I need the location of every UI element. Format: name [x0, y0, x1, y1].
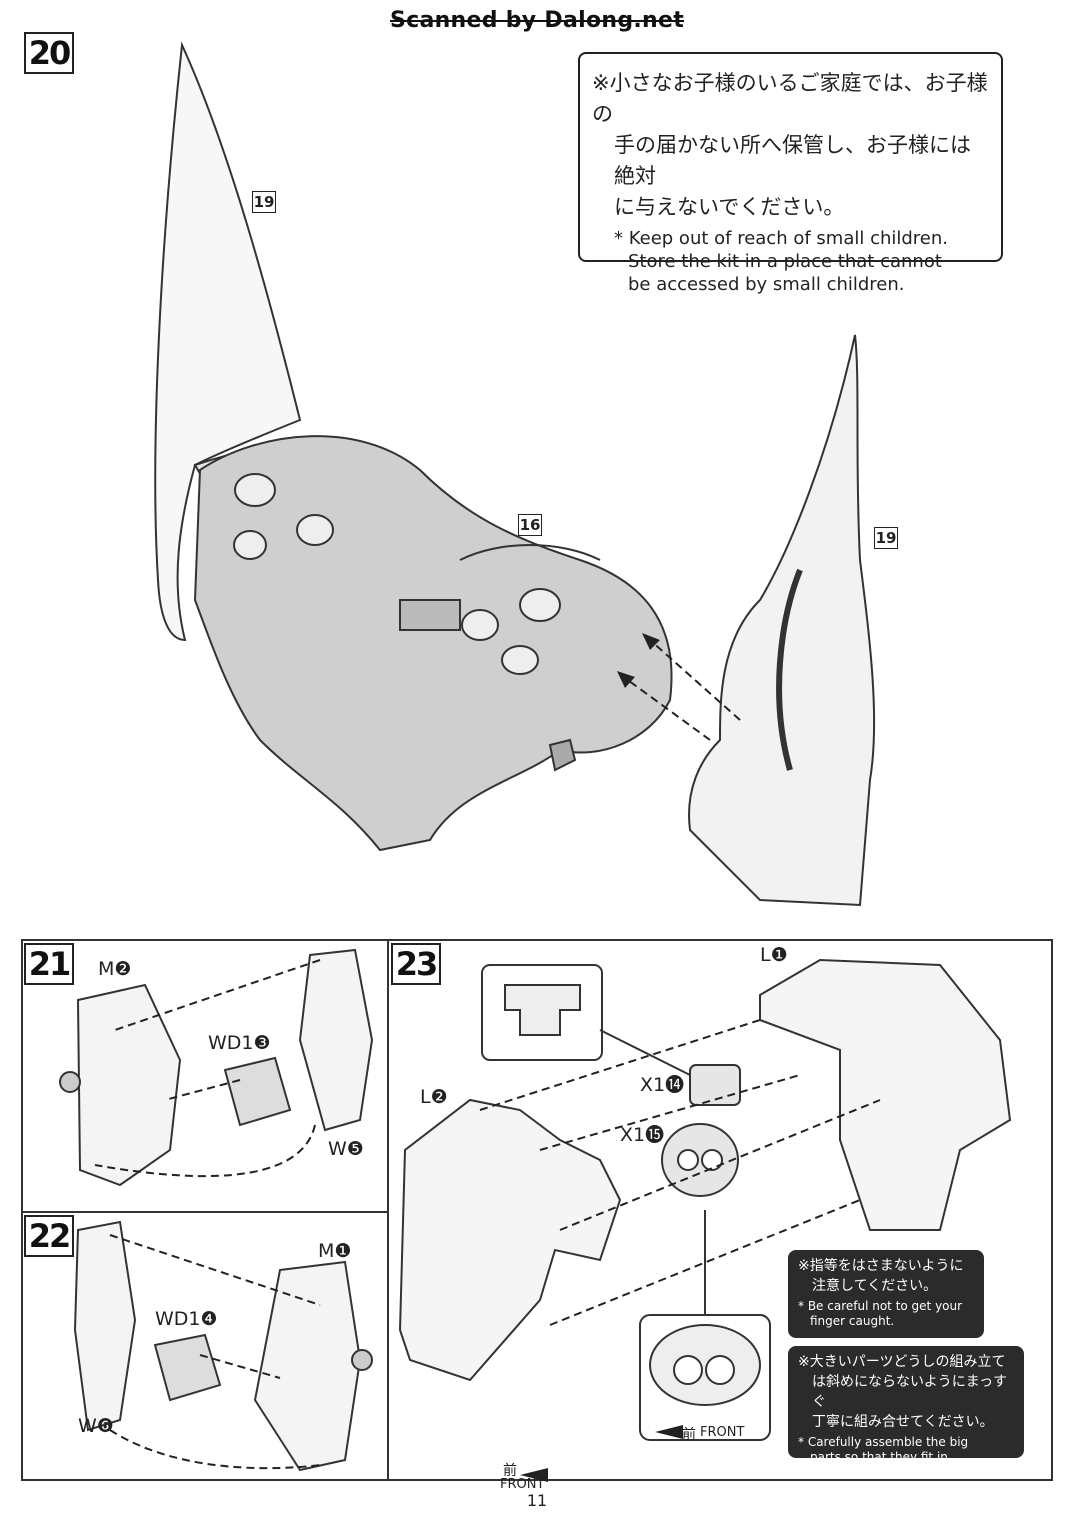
- step22-parts: [73, 1220, 373, 1472]
- note-assemble-en2: parts so that they fit in: [810, 1450, 948, 1464]
- label-m2: M❷: [98, 958, 132, 980]
- note-assemble: ※大きいパーツどうしの組み立て は斜めにならないようにまっすぐ 丁寧に組み合せて…: [788, 1346, 1024, 1479]
- page-number: 11: [526, 1491, 548, 1510]
- step-number-22: 22: [24, 1215, 74, 1257]
- label-x115: X1⓯: [620, 1124, 665, 1146]
- step-number-20: 20: [24, 32, 74, 74]
- warning-en-line3: be accessed by small children.: [628, 274, 905, 295]
- label-wd14: WD1❹: [155, 1308, 218, 1330]
- note-assemble-jp1: ※大きいパーツどうしの組み立て: [798, 1354, 1006, 1370]
- label-w5: W❺: [328, 1138, 364, 1160]
- label-l1: L❶: [760, 944, 788, 966]
- label-x114: X1⓮: [640, 1074, 685, 1096]
- step20-body: [193, 435, 673, 852]
- front-label-en: FRONT: [500, 1477, 545, 1492]
- label-wd13: WD1❸: [208, 1032, 271, 1054]
- note-finger-jp1: ※指等をはさまないように: [798, 1258, 964, 1274]
- step21-parts: [59, 948, 374, 1187]
- note-finger-en1: * Be careful not to get your: [798, 1299, 963, 1313]
- note-assemble-en3: straight instead of diagonally.: [810, 1465, 988, 1479]
- warning-box: ※小さなお子様のいるご家庭では、お子様の 手の届かない所へ保管し、お子様には絶対…: [578, 52, 1003, 295]
- note-assemble-jp3: 丁寧に組み合せてください。: [812, 1414, 994, 1430]
- warning-en-line1: * Keep out of reach of small children.: [614, 228, 949, 249]
- front-label2-jp: 前: [682, 1427, 696, 1443]
- label-l2: L❷: [420, 1086, 448, 1108]
- step20-fin-right: [688, 334, 876, 907]
- label-w6: W❻: [78, 1415, 114, 1437]
- watermark: Scanned by Dalong.net: [389, 8, 685, 33]
- note-finger-en2: finger caught.: [810, 1314, 895, 1328]
- part-tag-19-right: 19: [874, 527, 898, 549]
- step-number-23: 23: [391, 943, 441, 985]
- front-label2-en: FRONT: [700, 1425, 745, 1440]
- warning-jp-line3: に与えないでください。: [614, 195, 845, 219]
- part-tag-19-left: 19: [252, 191, 276, 213]
- note-assemble-jp2: は斜めにならないようにまっすぐ: [812, 1374, 1008, 1410]
- front-label-jp: 前: [503, 1463, 517, 1479]
- note-finger-jp2: 注意してください。: [812, 1278, 938, 1294]
- warning-jp-line2: 手の届かない所へ保管し、お子様には絶対: [614, 133, 971, 188]
- step-number-21: 21: [24, 943, 74, 985]
- note-finger: ※指等をはさまないように 注意してください。 * Be careful not …: [788, 1250, 984, 1338]
- part-tag-16: 16: [518, 514, 542, 536]
- label-m1: M❶: [318, 1240, 352, 1262]
- warning-en-line2: Store the kit in a place that cannot: [628, 251, 942, 272]
- note-assemble-en1: * Carefully assemble the big: [798, 1435, 969, 1449]
- warning-jp-line1: ※小さなお子様のいるご家庭では、お子様の: [592, 71, 988, 126]
- step23-parts: [398, 958, 1012, 1382]
